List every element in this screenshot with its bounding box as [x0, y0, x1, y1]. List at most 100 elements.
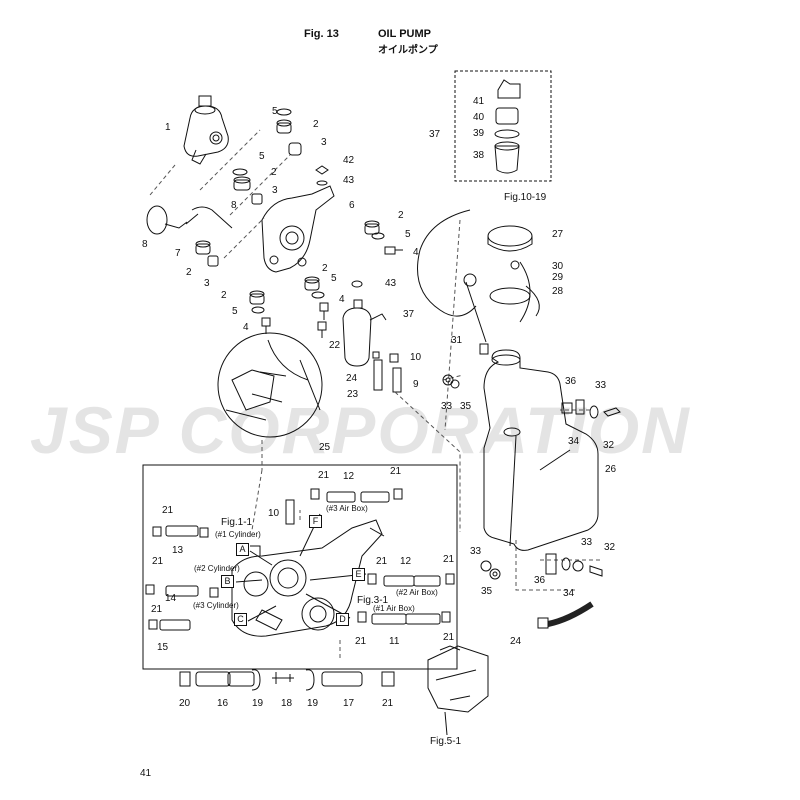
callout-2: 2	[221, 290, 227, 301]
callout-23: 23	[347, 389, 359, 400]
callout-17: 17	[343, 698, 355, 709]
callout-32: 32	[603, 440, 615, 451]
callout-34: 34	[563, 588, 575, 599]
callout-43: 43	[385, 278, 397, 289]
callout-38: 38	[473, 150, 485, 161]
callout-42: 42	[343, 155, 355, 166]
callout-16: 16	[217, 698, 229, 709]
page-number: 41	[140, 768, 152, 779]
callout-21: 21	[382, 698, 394, 709]
callout-33: 33	[581, 537, 593, 548]
callout-3: 3	[321, 137, 327, 148]
callout-27: 27	[552, 229, 564, 240]
callout-21: 21	[162, 505, 174, 516]
callout-4: 4	[243, 322, 249, 333]
callout-33: 33	[470, 546, 482, 557]
connection-box-e: E	[352, 568, 365, 581]
callout-36: 36	[565, 376, 577, 387]
callout-26: 26	[605, 464, 617, 475]
callout-37: 37	[429, 129, 441, 140]
callout-19: 19	[252, 698, 264, 709]
connection-box-b: B	[221, 575, 234, 588]
callout-21: 21	[390, 466, 402, 477]
callout-12: 12	[343, 471, 355, 482]
cylinder-1-label: (#1 Cylinder)	[215, 530, 261, 539]
callout-19: 19	[307, 698, 319, 709]
callout-10: 10	[268, 508, 280, 519]
callout-20: 20	[179, 698, 191, 709]
callout-5: 5	[259, 151, 265, 162]
callout-29: 29	[552, 272, 564, 283]
callout-4: 4	[339, 294, 345, 305]
callout-35: 35	[460, 401, 472, 412]
callout-40: 40	[473, 112, 485, 123]
callout-8: 8	[231, 200, 237, 211]
callout-30: 30	[552, 261, 564, 272]
callout-39: 39	[473, 128, 485, 139]
callout-12: 12	[400, 556, 412, 567]
callout-24: 24	[346, 373, 358, 384]
callout-21: 21	[355, 636, 367, 647]
callout-21: 21	[376, 556, 388, 567]
callout-43: 43	[343, 175, 355, 186]
callout-5: 5	[405, 229, 411, 240]
callout-2: 2	[322, 263, 328, 274]
callout-1: 1	[165, 122, 171, 133]
cylinder-2-label: (#2 Cylinder)	[194, 564, 240, 573]
connection-box-d: D	[336, 613, 349, 626]
air-box-3-label: (#3 Air Box)	[326, 504, 368, 513]
connection-box-c: C	[234, 613, 247, 626]
callout-2: 2	[271, 167, 277, 178]
callout-21: 21	[443, 632, 455, 643]
callout-24: 24	[510, 636, 522, 647]
callout-28: 28	[552, 286, 564, 297]
callout-33: 33	[595, 380, 607, 391]
callout-36: 36	[534, 575, 546, 586]
callout-5: 5	[272, 106, 278, 117]
figure-number: Fig. 13	[304, 28, 339, 40]
callout-2: 2	[186, 267, 192, 278]
callout-21: 21	[152, 556, 164, 567]
callout-14: 14	[165, 593, 177, 604]
callout-41: 41	[473, 96, 485, 107]
figure-title: OIL PUMP	[378, 28, 431, 40]
callout-2: 2	[398, 210, 404, 221]
callout-7: 7	[175, 248, 181, 259]
callout-11: 11	[389, 636, 400, 647]
callout-2: 2	[313, 119, 319, 130]
air-box-1-label: (#1 Air Box)	[373, 604, 415, 613]
figure-title-japanese: オイルポンプ	[378, 45, 438, 56]
callout-21: 21	[318, 470, 330, 481]
callout-3: 3	[272, 185, 278, 196]
callout-32: 32	[604, 542, 616, 553]
callout-25: 25	[319, 442, 331, 453]
reference-fig-10-19[interactable]: Fig.10-19	[504, 192, 547, 203]
callout-15: 15	[157, 642, 169, 653]
callout-22: 22	[329, 340, 341, 351]
connection-box-a: A	[236, 543, 249, 556]
connection-box-f: F	[309, 515, 322, 528]
callout-35: 35	[481, 586, 493, 597]
callout-4: 4	[413, 247, 419, 258]
callout-37: 37	[403, 309, 415, 320]
callout-6: 6	[349, 200, 355, 211]
callout-31: 31	[451, 335, 463, 346]
callout-13: 13	[172, 545, 184, 556]
callout-21: 21	[443, 554, 455, 565]
callout-34: 34	[568, 436, 580, 447]
callout-8: 8	[142, 239, 148, 250]
callout-5: 5	[331, 273, 337, 284]
callout-3: 3	[204, 278, 210, 289]
callout-18: 18	[281, 698, 293, 709]
callout-5: 5	[232, 306, 238, 317]
air-box-2-label: (#2 Air Box)	[396, 588, 438, 597]
cylinder-3-label: (#3 Cylinder)	[193, 601, 239, 610]
callout-33: 33	[441, 401, 453, 412]
callout-9: 9	[413, 379, 419, 390]
reference-fig-5-1[interactable]: Fig.5-1	[430, 736, 462, 747]
reference-fig-3-1[interactable]: Fig.3-1	[357, 595, 389, 606]
reference-fig-1-1[interactable]: Fig.1-1	[221, 517, 253, 528]
callout-21: 21	[151, 604, 163, 615]
callout-10: 10	[410, 352, 422, 363]
